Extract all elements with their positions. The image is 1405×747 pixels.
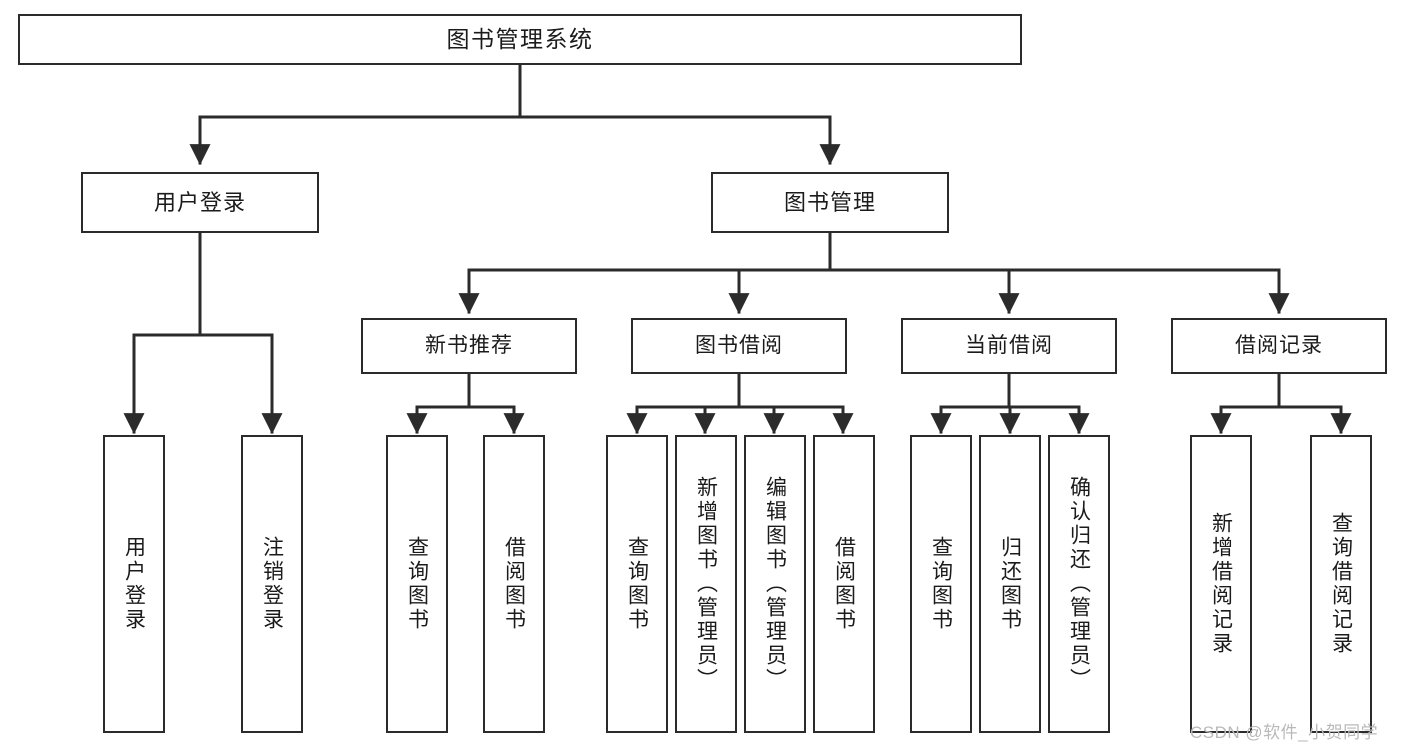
node-borrow-record-label: 借阅记录 bbox=[1235, 333, 1323, 357]
node-book-management[interactable]: 图书管理 bbox=[711, 172, 949, 233]
node-user-login-label: 用户登录 bbox=[153, 189, 246, 215]
node-leaf-query-book-1[interactable]: 查询图书 bbox=[386, 435, 448, 733]
node-new-book-recommend[interactable]: 新书推荐 bbox=[361, 318, 577, 374]
node-new-book-recommend-label: 新书推荐 bbox=[425, 333, 513, 357]
node-book-management-label: 图书管理 bbox=[783, 189, 876, 215]
node-leaf-edit-book-admin-label: 编辑图书（管理员） bbox=[763, 476, 787, 692]
node-leaf-confirm-return-admin-label: 确认归还（管理员） bbox=[1067, 476, 1091, 692]
node-leaf-borrow-book-1-label: 借阅图书 bbox=[502, 536, 526, 632]
node-borrow-record[interactable]: 借阅记录 bbox=[1171, 318, 1387, 374]
node-leaf-user-logout[interactable]: 注销登录 bbox=[241, 435, 303, 733]
node-leaf-borrow-book-2-label: 借阅图书 bbox=[832, 536, 856, 632]
node-leaf-add-book-admin-label: 新增图书（管理员） bbox=[694, 476, 718, 692]
node-leaf-query-borrow-record-label: 查询借阅记录 bbox=[1329, 512, 1353, 656]
node-leaf-user-logout-label: 注销登录 bbox=[260, 536, 284, 632]
node-leaf-borrow-book-2[interactable]: 借阅图书 bbox=[813, 435, 875, 733]
node-leaf-return-book-label: 归还图书 bbox=[998, 536, 1022, 632]
node-leaf-query-book-1-label: 查询图书 bbox=[405, 536, 429, 632]
node-leaf-query-book-2[interactable]: 查询图书 bbox=[606, 435, 668, 733]
node-leaf-add-borrow-record-label: 新增借阅记录 bbox=[1209, 512, 1233, 656]
node-leaf-user-login-label: 用户登录 bbox=[122, 536, 146, 632]
node-book-borrow-label: 图书借阅 bbox=[695, 333, 783, 357]
node-leaf-query-book-2-label: 查询图书 bbox=[625, 536, 649, 632]
node-leaf-add-book-admin[interactable]: 新增图书（管理员） bbox=[675, 435, 737, 733]
node-leaf-query-book-3[interactable]: 查询图书 bbox=[910, 435, 972, 733]
node-user-login[interactable]: 用户登录 bbox=[81, 172, 319, 233]
node-root[interactable]: 图书管理系统 bbox=[18, 14, 1022, 65]
node-leaf-add-borrow-record[interactable]: 新增借阅记录 bbox=[1190, 435, 1252, 733]
node-leaf-borrow-book-1[interactable]: 借阅图书 bbox=[483, 435, 545, 733]
node-book-borrow[interactable]: 图书借阅 bbox=[631, 318, 847, 374]
node-leaf-return-book[interactable]: 归还图书 bbox=[979, 435, 1041, 733]
node-leaf-query-borrow-record[interactable]: 查询借阅记录 bbox=[1310, 435, 1372, 733]
node-leaf-edit-book-admin[interactable]: 编辑图书（管理员） bbox=[744, 435, 806, 733]
node-current-borrow[interactable]: 当前借阅 bbox=[901, 318, 1117, 374]
csdn-watermark: CSDN @软件_小贺同学 bbox=[1190, 723, 1379, 742]
node-current-borrow-label: 当前借阅 bbox=[965, 333, 1053, 357]
node-root-label: 图书管理系统 bbox=[446, 25, 594, 52]
node-leaf-user-login[interactable]: 用户登录 bbox=[103, 435, 165, 733]
node-leaf-query-book-3-label: 查询图书 bbox=[929, 536, 953, 632]
node-leaf-confirm-return-admin[interactable]: 确认归还（管理员） bbox=[1048, 435, 1110, 733]
